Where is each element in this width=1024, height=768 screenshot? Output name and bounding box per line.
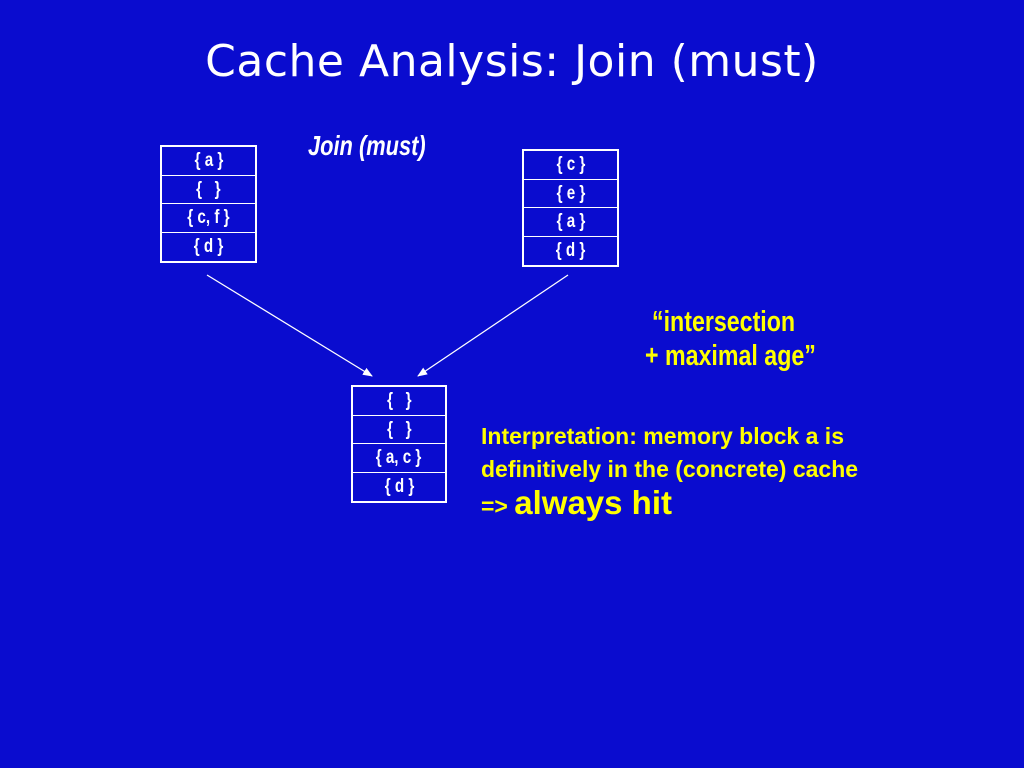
cache-line-1: { a } — [162, 147, 255, 176]
arrow-left-to-result — [206, 274, 373, 377]
interpretation-line-2: definitively in the (concrete) cache — [481, 456, 859, 482]
cache-line-3: { c, f } — [162, 204, 255, 233]
interpretation-text: Interpretation: memory block a is defini… — [481, 420, 961, 523]
cache-state-left: { a } { } { c, f } { d } — [160, 145, 257, 263]
annotation-line-2: + maximal age” — [645, 340, 816, 372]
slide-title: Cache Analysis: Join (must) — [205, 36, 819, 87]
cache-line-3: { a, c } — [353, 444, 445, 473]
cache-line-4: { d } — [384, 475, 414, 497]
annotation-line-1: “intersection — [652, 306, 796, 338]
cache-line-4: { d } — [555, 239, 586, 261]
interpretation-emphasis: always hit — [514, 484, 672, 521]
cache-line-1: { } — [353, 387, 445, 416]
cache-line-4: { d } — [193, 235, 224, 257]
cache-line-2: { e } — [524, 180, 617, 208]
interpretation-line-1: Interpretation: memory block a is — [481, 423, 844, 449]
interpretation-prefix: => — [481, 493, 515, 519]
cache-state-joined: { } { } { a, c } { d } — [351, 385, 447, 503]
arrow-right-to-result — [417, 274, 569, 377]
cache-state-right: { c } { e } { a } { d } — [522, 149, 619, 267]
cache-line-1: { c } — [524, 151, 617, 180]
interpretation-line-3: => always hit — [481, 486, 961, 523]
cache-line-2: { } — [162, 176, 255, 204]
join-operation-label: Join (must) — [308, 130, 426, 161]
cache-line-2: { } — [353, 416, 445, 444]
cache-line-3: { a } — [524, 208, 617, 237]
